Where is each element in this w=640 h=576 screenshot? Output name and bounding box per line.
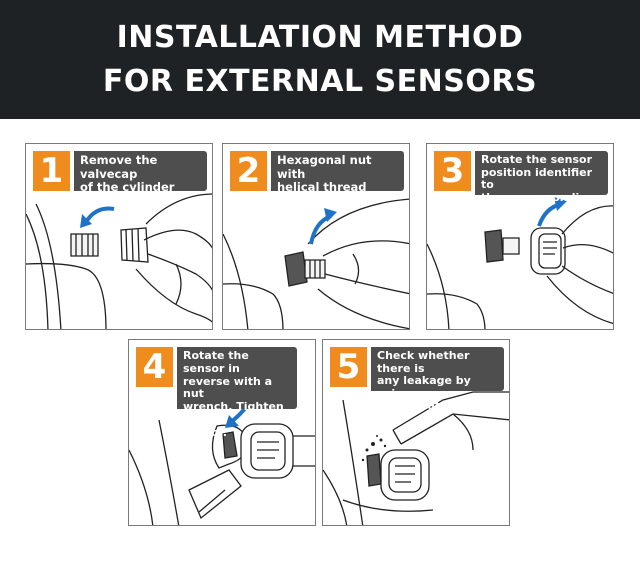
step-3-panel: 3 Rotate the sensor position identifier … [426, 143, 614, 330]
step-5-panel: 5 Check whether there is any leakage by … [322, 339, 510, 526]
step-5-number-badge: 5 [330, 347, 367, 387]
step-4-caption: Rotate the sensor in reverse with a nut … [177, 347, 297, 439]
step-2-illustration [223, 198, 409, 329]
page-header: INSTALLATION METHOD FOR EXTERNAL SENSORS [0, 0, 640, 119]
step-1-caption: Remove the valvecap of the cylinder head… [74, 151, 207, 207]
step-2-caption: Hexagonal nut with helical thread [271, 151, 404, 194]
step-4-illustration [129, 404, 315, 525]
step-5-illustration [323, 391, 509, 525]
step-1-illustration [26, 193, 212, 329]
step-2-number-badge: 2 [230, 151, 267, 191]
step-1-number-badge: 1 [33, 151, 70, 191]
header-title-line-1: INSTALLATION METHOD [116, 19, 524, 55]
step-2-panel: 2 Hexagonal nut with helical thread [222, 143, 410, 330]
step-5-caption: Check whether there is any leakage by us… [371, 347, 504, 412]
step-3-number-badge: 3 [434, 151, 471, 191]
step-1-panel: 1 Remove the valvecap of the cylinder he… [25, 143, 213, 330]
step-4-panel: 4 Rotate the sensor in reverse with a nu… [128, 339, 316, 526]
step-3-illustration [427, 197, 613, 329]
step-4-number-badge: 4 [136, 347, 173, 387]
header-title-line-2: FOR EXTERNAL SENSORS [102, 63, 538, 99]
step-3-caption: Rotate the sensor position identifier to… [475, 151, 608, 216]
